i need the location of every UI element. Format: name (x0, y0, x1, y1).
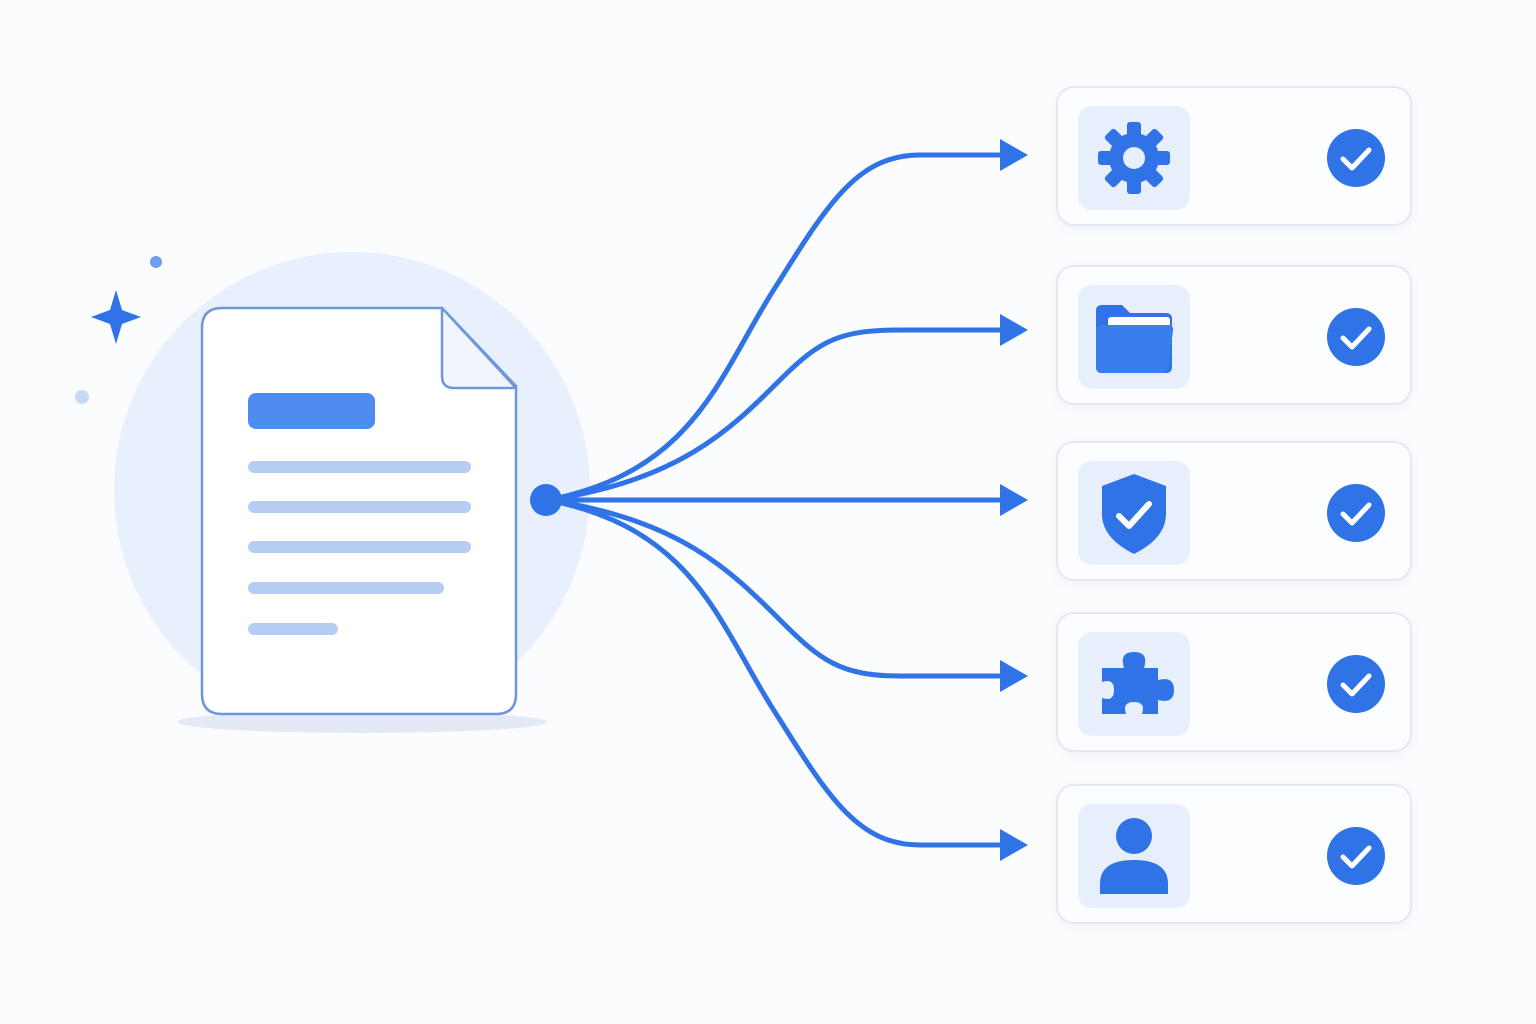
arrowhead (1000, 829, 1028, 861)
shield-check-icon (1102, 474, 1166, 554)
decoration-dot (150, 256, 162, 268)
sparkle-icon (91, 290, 141, 344)
arrowhead-group (1000, 139, 1028, 861)
document-text-line (248, 623, 338, 635)
hub-node (530, 484, 562, 516)
connector-puzzle (545, 497, 1005, 679)
target-card-gear (1056, 86, 1412, 226)
document-text-line (248, 461, 471, 473)
target-card-shield (1056, 441, 1412, 581)
document-title-bar (248, 393, 375, 429)
connector-folder (545, 327, 1005, 503)
arrowhead (1000, 660, 1028, 692)
arrowhead (1000, 314, 1028, 346)
connector-gear (545, 152, 1005, 503)
check-circle-icon (1327, 827, 1385, 885)
document-shadow (177, 711, 547, 733)
target-card-user (1056, 784, 1412, 924)
target-card-folder (1056, 265, 1412, 405)
user-icon (1100, 818, 1168, 894)
arrowhead (1000, 139, 1028, 171)
check-circle-icon (1327, 308, 1385, 366)
decoration-dot (75, 390, 89, 404)
gear-icon (1098, 122, 1170, 194)
connector-user (545, 497, 1005, 848)
document-text-line (248, 582, 444, 594)
document-text-line (248, 541, 471, 553)
puzzle-icon (1102, 652, 1174, 714)
target-card-puzzle (1056, 612, 1412, 752)
arrowhead (1000, 484, 1028, 516)
check-circle-icon (1327, 655, 1385, 713)
document-text-line (248, 501, 471, 513)
connector-group (545, 152, 1005, 848)
document-icon (200, 306, 518, 716)
folder-icon (1096, 305, 1174, 373)
check-circle-icon (1327, 484, 1385, 542)
check-circle-icon (1327, 129, 1385, 187)
